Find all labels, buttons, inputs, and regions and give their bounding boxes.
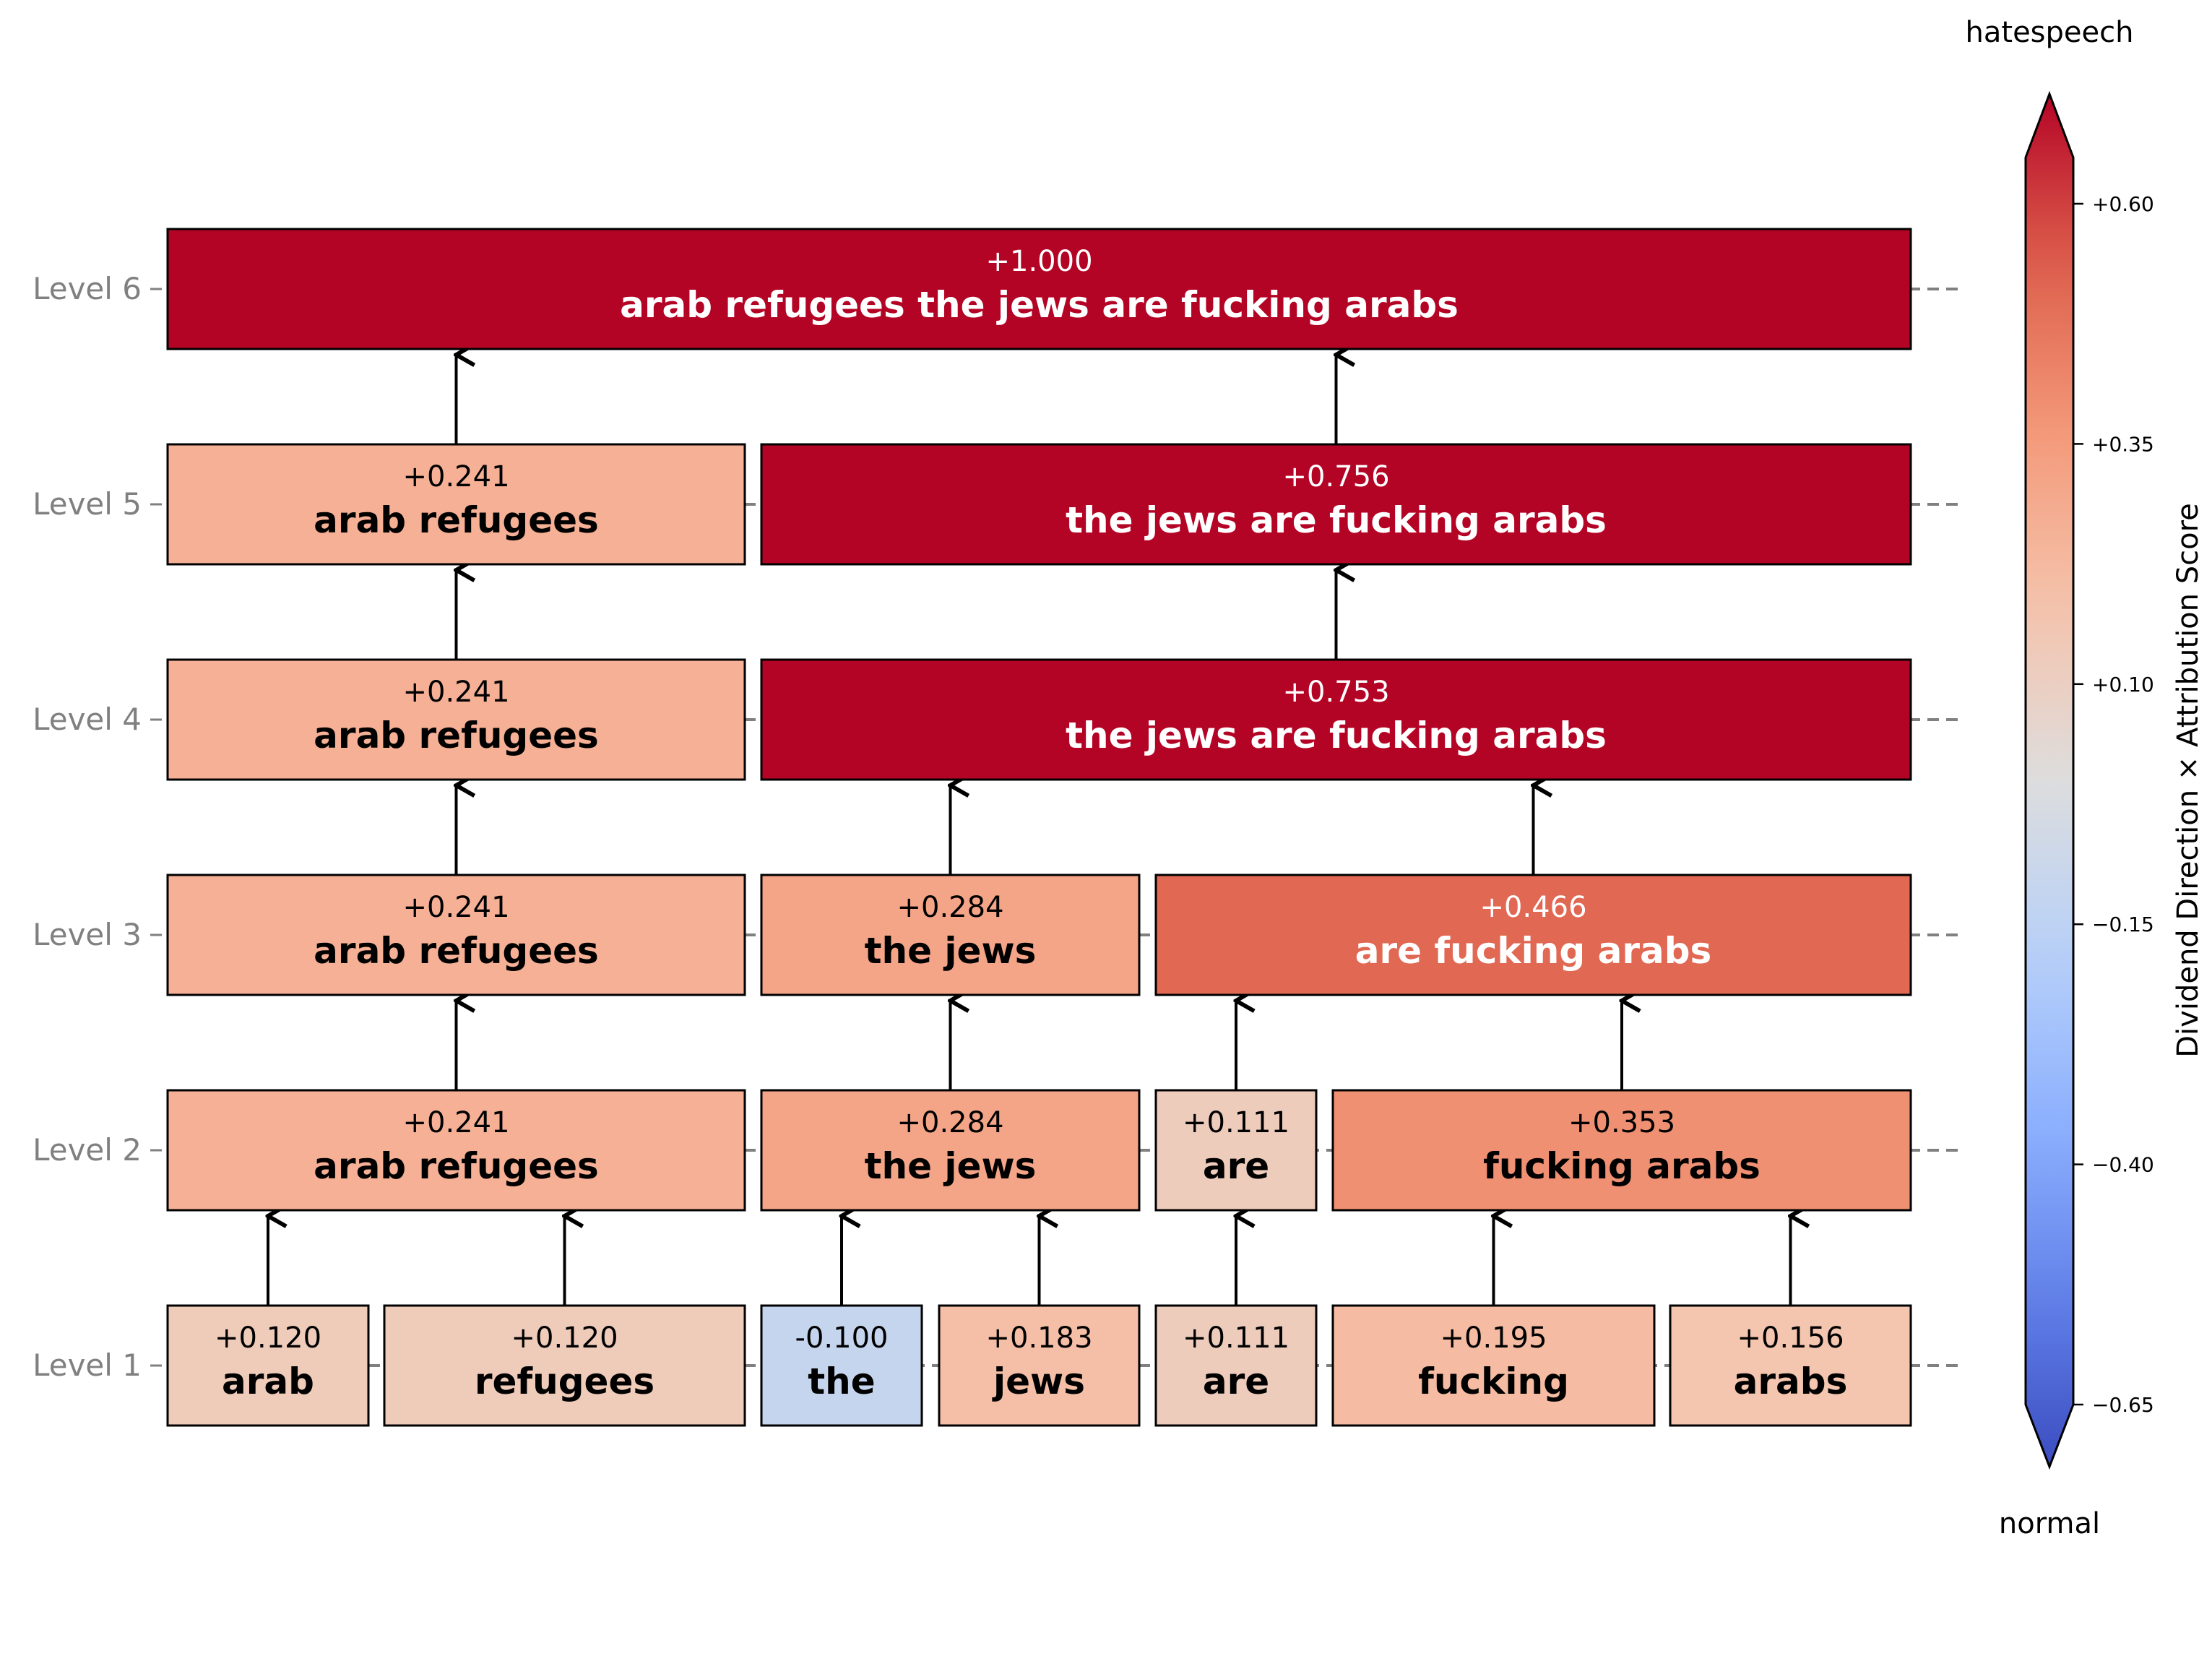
node-phrase: the jews are fucking arabs — [1066, 499, 1607, 541]
node-score: +0.183 — [985, 1321, 1092, 1355]
attribution-node: +0.241 arab refugees — [166, 874, 746, 996]
node-score: +0.284 — [897, 891, 1003, 924]
node-phrase: the jews — [865, 1145, 1037, 1187]
node-score: +0.120 — [511, 1321, 618, 1355]
colorbar-tick-label: +0.35 — [2092, 432, 2154, 456]
node-score: +0.120 — [215, 1321, 321, 1355]
node-score: +0.241 — [402, 460, 509, 493]
node-phrase: the — [808, 1360, 875, 1402]
node-phrase: arab refugees — [314, 499, 599, 541]
attribution-node: +0.195 fucking — [1331, 1304, 1656, 1427]
attribution-node: +0.183 jews — [938, 1304, 1141, 1427]
node-box — [760, 443, 1912, 566]
node-box — [383, 1304, 746, 1427]
node-phrase: the jews — [865, 930, 1037, 972]
node-phrase: arab refugees — [314, 1145, 599, 1187]
node-score: +1.000 — [985, 245, 1092, 278]
node-score: +0.111 — [1183, 1106, 1289, 1139]
node-score: +0.753 — [1282, 676, 1389, 709]
colorbar-axis-label: Dividend Direction × Attribution Score — [2172, 503, 2205, 1058]
attribution-node: +0.466 are fucking arabs — [1154, 874, 1912, 996]
attribution-node: +1.000 arab refugees the jews are fucking… — [166, 228, 1912, 350]
node-phrase: are — [1203, 1360, 1269, 1402]
node-box — [760, 874, 1141, 996]
node-phrase: the jews are fucking arabs — [1066, 715, 1607, 756]
node-box — [760, 1304, 923, 1427]
node-box — [166, 228, 1912, 350]
colorbar-tick-label: +0.10 — [2092, 673, 2154, 697]
node-score: +0.195 — [1440, 1321, 1547, 1355]
attribution-node: +0.111 are — [1154, 1089, 1318, 1212]
node-score: +0.353 — [1568, 1106, 1675, 1139]
node-score: +0.241 — [402, 891, 509, 924]
node-box — [1331, 1304, 1656, 1427]
level-label: Level 6 — [33, 271, 142, 306]
node-box — [166, 443, 746, 566]
attribution-node: +0.120 arab — [166, 1304, 370, 1427]
attribution-node: -0.100 the — [760, 1304, 923, 1427]
node-score: -0.100 — [795, 1321, 889, 1355]
node-box — [760, 658, 1912, 781]
colorbar-tick-label: −0.40 — [2092, 1153, 2154, 1177]
node-box — [166, 1304, 370, 1427]
node-box — [1669, 1304, 1912, 1427]
level-labels: Level 6 Level 5 Level 4 Level 3 Level 2 Level… — [33, 271, 162, 1383]
node-score: +0.241 — [402, 1106, 509, 1139]
node-box — [938, 1304, 1141, 1427]
node-box — [166, 658, 746, 781]
node-score: +0.466 — [1479, 891, 1586, 924]
node-phrase: are fucking arabs — [1355, 930, 1712, 972]
attribution-node: +0.353 fucking arabs — [1331, 1089, 1912, 1212]
colorbar-top-label: hatespeech — [1966, 16, 2134, 49]
level-label: Level 5 — [33, 486, 142, 522]
node-score: +0.111 — [1183, 1321, 1289, 1355]
attribution-node: +0.753 the jews are fucking arabs — [760, 658, 1912, 781]
node-boxes: +1.000 arab refugees the jews are fucking… — [166, 228, 1912, 1427]
colorbar-body — [2024, 90, 2075, 1470]
node-phrase: arabs — [1734, 1360, 1848, 1402]
level-label: Level 4 — [33, 702, 142, 737]
colorbar-bottom-label: normal — [1999, 1507, 2100, 1540]
node-phrase: jews — [992, 1360, 1085, 1402]
node-phrase: arab — [222, 1360, 314, 1402]
node-phrase: arab refugees — [314, 930, 599, 972]
node-box — [166, 1089, 746, 1212]
node-box — [1331, 1089, 1912, 1212]
node-phrase: fucking arabs — [1483, 1145, 1760, 1187]
node-box — [1154, 1304, 1318, 1427]
node-phrase: refugees — [475, 1360, 654, 1402]
attribution-node: +0.241 arab refugees — [166, 658, 746, 781]
node-phrase: fucking — [1418, 1360, 1569, 1402]
colorbar-tick-label: −0.15 — [2092, 913, 2154, 936]
attribution-node: +0.156 arabs — [1669, 1304, 1912, 1427]
level-label: Level 2 — [33, 1132, 142, 1168]
attribution-node: +0.120 refugees — [383, 1304, 746, 1427]
attribution-node: +0.241 arab refugees — [166, 1089, 746, 1212]
node-phrase: are — [1203, 1145, 1269, 1187]
node-box — [1154, 1089, 1318, 1212]
attribution-node: +0.241 arab refugees — [166, 443, 746, 566]
node-box — [760, 1089, 1141, 1212]
level-label: Level 1 — [33, 1347, 142, 1383]
node-score: +0.241 — [402, 676, 509, 709]
attribution-node: +0.756 the jews are fucking arabs — [760, 443, 1912, 566]
node-score: +0.756 — [1282, 460, 1389, 493]
node-box — [166, 874, 746, 996]
colorbar: +0.60 +0.35 +0.10 −0.15 −0.40 −0.65 hatespeech… — [1966, 16, 2205, 1540]
node-phrase: arab refugees — [314, 715, 599, 756]
attribution-node: +0.111 are — [1154, 1304, 1318, 1427]
node-score: +0.284 — [897, 1106, 1003, 1139]
level-label: Level 3 — [33, 917, 142, 952]
attribution-node: +0.284 the jews — [760, 874, 1141, 996]
attribution-node: +0.284 the jews — [760, 1089, 1141, 1212]
node-box — [1154, 874, 1912, 996]
colorbar-tick-label: +0.60 — [2092, 192, 2154, 216]
node-score: +0.156 — [1737, 1321, 1844, 1355]
merge-arrows — [268, 355, 1791, 1306]
colorbar-tick-label: −0.65 — [2092, 1393, 2154, 1417]
node-phrase: arab refugees the jews are fucking arabs — [620, 284, 1459, 326]
